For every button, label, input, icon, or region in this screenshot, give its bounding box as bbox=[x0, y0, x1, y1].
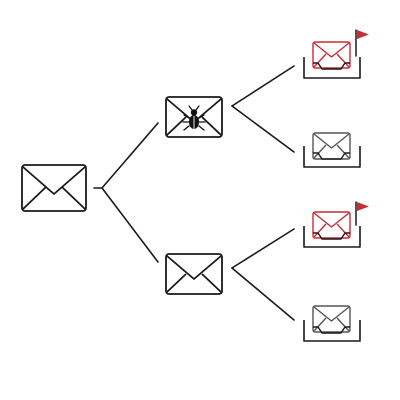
edge-infected-to-normal-1 bbox=[231, 105, 295, 153]
edge-source-to-infected bbox=[93, 122, 159, 189]
bug-icon bbox=[182, 105, 206, 131]
inbox-normal-2-icon bbox=[303, 305, 361, 342]
edge-clean-to-flagged-2 bbox=[231, 228, 295, 269]
edge-infected-to-flagged-1 bbox=[231, 65, 295, 107]
clean-email-envelope-icon bbox=[165, 253, 223, 295]
flag-icon bbox=[355, 29, 369, 57]
inbox-normal-1-icon bbox=[303, 132, 361, 168]
infected-email-envelope-icon bbox=[165, 96, 223, 138]
flag-icon bbox=[355, 201, 369, 226]
edge-clean-to-normal-2 bbox=[231, 267, 295, 321]
edge-source-to-clean bbox=[101, 187, 159, 263]
inbox-flagged-1-icon bbox=[303, 29, 369, 79]
connector-lines bbox=[93, 65, 295, 321]
source-email-envelope-icon bbox=[21, 164, 87, 212]
inbox-flagged-2-icon bbox=[303, 201, 369, 248]
